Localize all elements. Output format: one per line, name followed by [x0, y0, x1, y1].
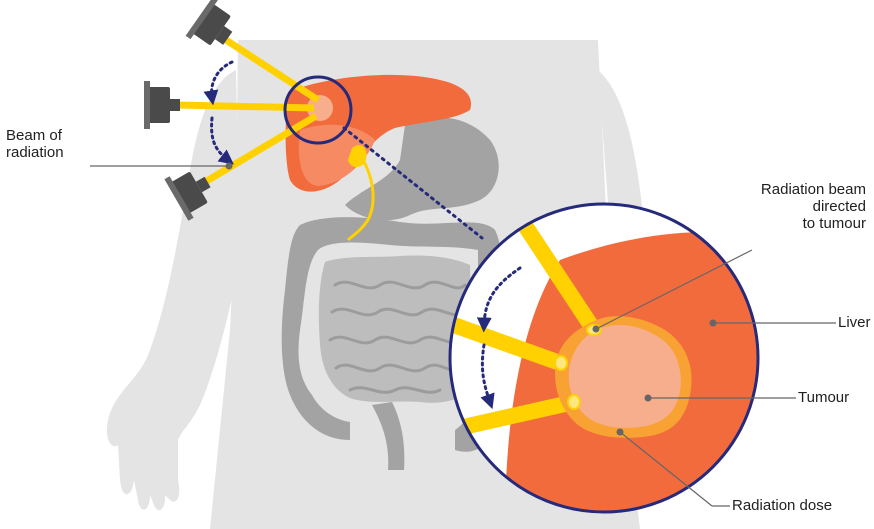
label-radiation-beam-line3: to tumour	[761, 215, 866, 232]
small-intestine	[319, 255, 472, 402]
label-beam-line1: Beam of	[6, 127, 64, 144]
label-radiation-beam-line2: directed	[761, 198, 866, 215]
label-radiation-beam-directed: Radiation beam directed to tumour	[761, 181, 866, 232]
label-tumour: Tumour	[798, 389, 849, 406]
label-radiation-beam-line1: Radiation beam	[761, 181, 866, 198]
label-radiation-dose: Radiation dose	[732, 497, 832, 514]
label-beam-of-radiation: Beam of radiation	[6, 127, 64, 161]
label-liver: Liver	[838, 314, 871, 331]
label-beam-line2: radiation	[6, 144, 64, 161]
